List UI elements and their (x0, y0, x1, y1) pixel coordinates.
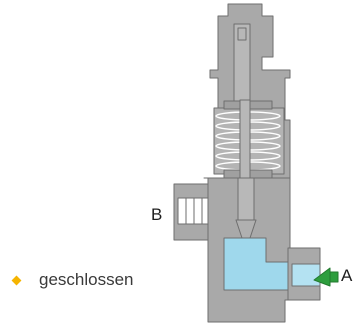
port-a-bore (291, 263, 321, 287)
valve-stem-head (237, 27, 247, 41)
port-b-label: B (151, 205, 163, 224)
legend: geschlossen (10, 270, 134, 290)
valve-spindle (239, 99, 251, 179)
valve-stem-lower (237, 177, 255, 221)
port-b-thread (185, 198, 203, 224)
port-a-label: A (341, 266, 353, 285)
legend-label: geschlossen (39, 270, 134, 289)
port-b-bore (177, 197, 209, 225)
legend-marker-diamond (11, 275, 22, 285)
inlet-arrow (313, 267, 339, 287)
